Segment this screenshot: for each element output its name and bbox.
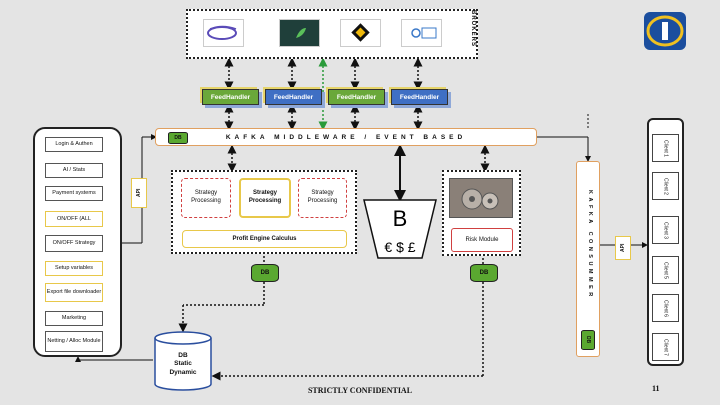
profit-engine: Profit Engine Calculus	[182, 230, 347, 248]
broker-logo-1	[203, 19, 244, 47]
feedhandler-2: FeedHandler	[265, 89, 322, 105]
client-2[interactable]: Client 2	[652, 172, 679, 200]
api-left-tag: API	[131, 178, 147, 208]
broker-logo-4	[401, 19, 442, 47]
brokers-label: BROKERS	[470, 10, 476, 48]
kafka-db-icon: DB	[168, 132, 188, 144]
menu-login[interactable]: Login & Authen	[45, 137, 103, 152]
client-1[interactable]: Client 1	[652, 134, 679, 162]
risk-db: DB	[470, 264, 498, 282]
feedhandler-1: FeedHandler	[202, 89, 259, 105]
static-dynamic-db-label: DB Static Dynamic	[169, 352, 197, 376]
menu-onoff-all[interactable]: ON/OFF (ALL	[45, 211, 103, 227]
api-right-tag: API	[615, 236, 631, 260]
menu-ai-stats[interactable]: AI / Stats	[45, 163, 103, 178]
feedhandler-4: FeedHandler	[391, 89, 448, 105]
gears-image	[449, 178, 513, 218]
consumer-db-icon: DB	[581, 330, 595, 350]
menu-export[interactable]: Export file downloader	[45, 283, 103, 302]
confidential-label: STRICTLY CONFIDENTIAL	[307, 386, 413, 395]
strategy-processing-3: Strategy Processing	[298, 178, 347, 218]
menu-onoff-strategy[interactable]: ON/OFF Strategy	[45, 235, 103, 252]
kafka-consumer	[576, 161, 600, 357]
currency-symbols: € $ £	[384, 239, 415, 255]
menu-setup-variables[interactable]: Setup variables	[45, 261, 103, 276]
broker-logo-3	[340, 19, 381, 47]
kafka-middleware: KAFKA MIDDLEWARE / EVENT BASED	[155, 128, 537, 146]
currency-icon: B € $ £	[363, 199, 437, 259]
broker-logo-2	[279, 19, 320, 47]
strategy-db: DB	[251, 264, 279, 282]
company-logo	[644, 12, 686, 50]
bitcoin-symbol: B	[393, 206, 408, 231]
strategy-processing-1: Strategy Processing	[181, 178, 231, 218]
client-5[interactable]: Client 5	[652, 256, 679, 284]
static-dynamic-db	[154, 331, 212, 391]
menu-payment[interactable]: Payment systems	[45, 186, 103, 201]
menu-marketing[interactable]: Marketing	[45, 311, 103, 326]
menu-netting[interactable]: Netting / Alloc Module	[45, 331, 103, 352]
feedhandler-3: FeedHandler	[328, 89, 385, 105]
client-7[interactable]: Client 7	[652, 333, 679, 361]
page-number: 11	[652, 384, 660, 393]
client-3[interactable]: Client 3	[652, 216, 679, 244]
client-6[interactable]: Client 6	[652, 294, 679, 322]
kafka-consumer-label: KAFKA CONSUMMER	[587, 190, 593, 300]
risk-module: Risk Module	[451, 228, 513, 252]
strategy-processing-2: Strategy Processing	[239, 178, 291, 218]
